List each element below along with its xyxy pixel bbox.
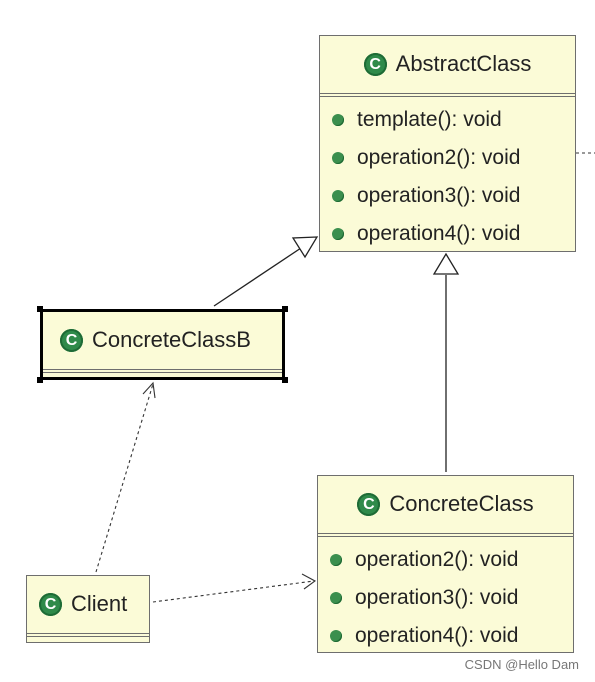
class-separator (318, 533, 573, 537)
method-label: operation2(): void (355, 548, 519, 571)
class-separator (27, 633, 149, 637)
method-row[interactable]: operation3(): void (320, 177, 575, 215)
method-row[interactable]: operation3(): void (318, 579, 573, 617)
public-method-icon (332, 190, 344, 202)
class-icon: C (39, 592, 62, 616)
generalization-arrowhead-concreteclass (432, 252, 460, 275)
method-label: operation4(): void (355, 624, 519, 647)
class-abstractclass[interactable]: C AbstractClass template(): void operati… (319, 35, 576, 252)
class-name: AbstractClass (395, 51, 532, 76)
class-separator (43, 369, 282, 373)
method-row[interactable]: operation2(): void (320, 139, 575, 177)
dependency-arrowhead-client-concreteclassb (142, 381, 156, 399)
watermark: CSDN @Hello Dam (464, 657, 579, 672)
class-header: C Client (27, 576, 149, 632)
method-label: template(): void (357, 108, 502, 131)
class-name: Client (71, 591, 128, 616)
class-header: C ConcreteClass (318, 476, 573, 532)
method-row[interactable]: operation4(): void (320, 215, 575, 253)
class-name: ConcreteClassB (92, 327, 251, 352)
method-label: operation4(): void (357, 222, 521, 245)
dependency-edge-client-concreteclassb (95, 383, 154, 573)
method-label: operation3(): void (357, 184, 521, 207)
class-concreteclassb[interactable]: C ConcreteClassB (40, 309, 285, 380)
generalization-arrowhead-concreteclassb (291, 236, 319, 259)
public-method-icon (330, 554, 342, 566)
public-method-icon (330, 630, 342, 642)
selection-handle[interactable] (282, 377, 288, 383)
class-header: C AbstractClass (320, 36, 575, 92)
public-method-icon (332, 228, 344, 240)
method-label: operation3(): void (355, 586, 519, 609)
selection-handle[interactable] (282, 306, 288, 312)
method-row[interactable]: operation4(): void (318, 617, 573, 655)
class-header: C ConcreteClassB (43, 312, 282, 368)
dependency-edge-client-concreteclass (152, 580, 315, 603)
public-method-icon (332, 114, 344, 126)
method-label: operation2(): void (357, 146, 521, 169)
class-icon: C (363, 52, 387, 76)
method-row[interactable]: operation2(): void (318, 541, 573, 579)
method-list: operation2(): void operation3(): void op… (318, 537, 573, 655)
method-row[interactable]: template(): void (320, 101, 575, 139)
selection-handle[interactable] (37, 306, 43, 312)
class-client[interactable]: C Client (26, 575, 150, 643)
public-method-icon (330, 592, 342, 604)
class-icon: C (60, 328, 83, 352)
public-method-icon (332, 152, 344, 164)
class-icon: C (357, 492, 381, 516)
selection-handle[interactable] (37, 377, 43, 383)
generalization-edge-concreteclassb (213, 245, 305, 307)
class-concreteclass[interactable]: C ConcreteClass operation2(): void opera… (317, 475, 574, 653)
dependency-arrowhead-client-concreteclass (301, 573, 317, 590)
class-name: ConcreteClass (389, 491, 534, 516)
class-separator (320, 93, 575, 97)
method-list: template(): void operation2(): void oper… (320, 97, 575, 253)
